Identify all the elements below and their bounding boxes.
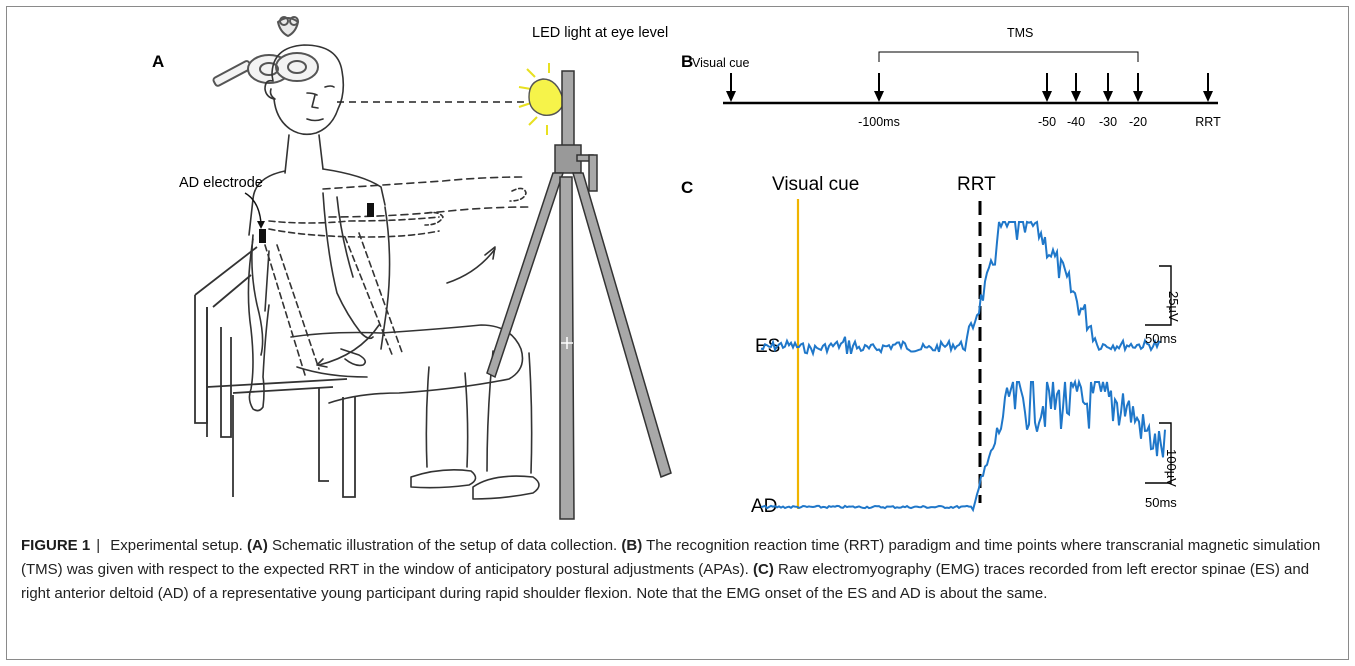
figure-caption: FIGURE 1 | Experimental setup. (A) Schema… [21,534,1331,606]
caption-b-tag: (B) [621,537,643,554]
panel-c-label: C [681,178,693,197]
ad-scale-bar [1145,422,1172,484]
figure-frame: A [6,6,1349,660]
electrode-marker [259,229,266,243]
chair-illustration [194,246,356,498]
es-scale-bar [1145,265,1172,326]
timeline-arrowhead-0 [726,91,736,102]
caption-figure-label: FIGURE 1 [21,537,91,554]
timeline-arrowhead-3 [1071,91,1081,102]
timeline-arrowhead-6 [1203,91,1213,102]
panel-a: A [152,16,672,520]
caption-intro: Experimental setup. [110,537,243,554]
timeline-tick-label-0: -100ms [858,115,900,129]
ad-scale-x: 50ms [1145,495,1177,510]
tripod-illustration [486,70,672,520]
caption-c-tag: (C) [753,561,774,578]
panel-c: C Visual cue RRT ES AD 25µV 50ms 100µV 5… [681,174,1181,517]
seated-person-illustration [247,44,540,500]
timeline-arrows [726,73,1213,102]
panel-a-label: A [152,52,164,71]
b-visual-cue-label: Visual cue [692,56,749,70]
electrode-pointer [244,192,262,224]
ad-emg-trace [760,378,1166,513]
timeline-tick-label-4: -20 [1129,115,1147,129]
electrode-arrowhead [257,221,265,229]
panel-b-label: B [681,52,693,71]
c-visual-cue-label: Visual cue [772,174,859,195]
timeline-arrowhead-5 [1133,91,1143,102]
b-tms-label: TMS [1007,26,1033,40]
timeline-tick-label-5: RRT [1195,115,1221,129]
timeline-tick-label-1: -50 [1038,115,1056,129]
timeline-arrowhead-1 [874,91,884,102]
caption-c-text: Raw electromyography (EMG) traces record… [21,561,1310,602]
timeline-arrowhead-2 [1042,91,1052,102]
ad-scale-y: 100µV [1164,449,1179,487]
timeline-tick-label-2: -40 [1067,115,1085,129]
caption-b-text: The recognition reaction time (RRT) para… [21,537,1321,578]
es-emg-trace [760,220,1162,357]
electrode-marker-raised [367,203,374,217]
panel-b: B Visual cue TMS -100ms -50 -40 -30 -20 RRT [681,26,1221,129]
figure-graphics: A [152,16,1221,520]
c-rrt-label: RRT [957,174,996,195]
es-scale-y: 25µV [1166,291,1181,322]
es-scale-x: 50ms [1145,331,1177,346]
timeline-tick-labels: -100ms -50 -40 -30 -20 RRT [858,115,1221,129]
led-label: LED light at eye level [532,25,668,41]
tms-bracket [878,51,1139,62]
caption-a-tag: (A) [247,537,268,554]
caption-a-text: Schematic illustration of the setup of d… [272,537,618,554]
caption-separator: | [96,537,101,554]
tms-coil-icon [212,16,319,87]
timeline-arrowhead-4 [1103,91,1113,102]
timeline-tick-label-3: -30 [1099,115,1117,129]
ad-electrode-label: AD electrode [179,175,263,191]
